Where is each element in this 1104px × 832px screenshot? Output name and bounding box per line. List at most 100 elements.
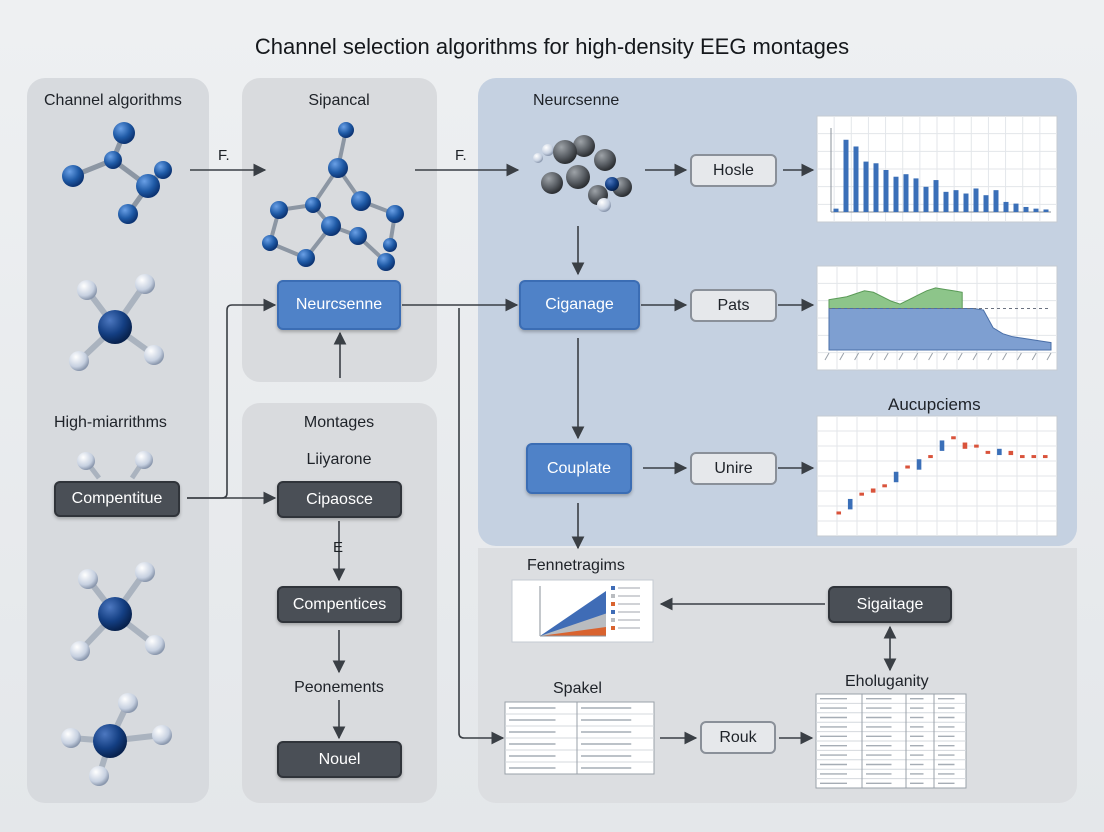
node-neurcsenne[interactable]: Neurcsenne	[277, 280, 401, 330]
bar	[963, 193, 969, 212]
bar-chart	[816, 115, 1058, 223]
data-table-icon	[815, 693, 967, 789]
bar	[833, 208, 839, 212]
edge-label-f: F.	[218, 147, 230, 164]
candle	[1042, 455, 1048, 459]
bar	[1003, 201, 1009, 212]
bar	[1033, 208, 1039, 212]
bar	[923, 186, 929, 212]
panel-label-liiyarone: Liiyarone	[306, 451, 372, 468]
bar	[1023, 206, 1029, 212]
tick-label	[868, 352, 874, 361]
tick-label	[1046, 352, 1052, 361]
legend-swatch	[611, 618, 615, 622]
tick-label	[1016, 352, 1022, 361]
candle	[928, 455, 933, 459]
ring-molecule-icon	[268, 129, 397, 264]
panel-channel-algorithms	[27, 78, 209, 803]
candle	[1031, 455, 1037, 459]
node-nouel[interactable]: Nouel	[277, 741, 402, 778]
area-series	[828, 287, 963, 310]
bar	[933, 180, 939, 212]
bar	[913, 178, 919, 212]
chart-label-eholuganity: Eholuganity	[845, 673, 929, 690]
bar	[883, 170, 889, 212]
tetrahedral-molecule-icon	[69, 274, 164, 371]
chart-label-aucupciems: Aucupciems	[888, 395, 981, 414]
tick-label	[928, 352, 934, 361]
connectors	[187, 163, 897, 745]
node-unire[interactable]: Unire	[690, 452, 777, 485]
bar	[863, 161, 869, 212]
legend-swatch	[611, 586, 615, 590]
bar	[903, 174, 909, 212]
candle	[951, 436, 956, 440]
molecule-atoms-icon	[62, 122, 172, 224]
legend-swatch	[611, 602, 615, 606]
area-series	[540, 627, 606, 636]
bar	[1013, 203, 1019, 212]
bar	[983, 195, 989, 212]
candle	[905, 465, 910, 469]
node-couplate[interactable]: Couplate	[526, 443, 632, 494]
page-title: Channel selection algorithms for high-de…	[254, 34, 850, 59]
panel-label-high-miarrithms: High-miarrithms	[54, 414, 167, 431]
node-cipaosce[interactable]: Cipaosce	[277, 481, 402, 518]
node-sigaitage[interactable]: Sigaitage	[828, 586, 952, 623]
edge-label-f: F.	[455, 147, 467, 164]
legend-swatch	[611, 610, 615, 614]
chart-label-spakel: Spakel	[553, 680, 602, 697]
panel-label-neurcsenne: Neurcsenne	[533, 92, 620, 109]
bar	[843, 139, 849, 212]
tick-label	[898, 352, 904, 361]
candle	[962, 442, 968, 449]
node-hosle[interactable]: Hosle	[690, 154, 777, 187]
molecule-icon	[72, 132, 165, 216]
panel-label-sipancal: Sipancal	[308, 92, 370, 109]
candle	[1008, 450, 1014, 456]
ring-molecule-atoms-icon	[262, 122, 404, 271]
tick-label	[1002, 352, 1008, 361]
panel-label-channel-algorithms: Channel algorithms	[44, 92, 182, 109]
bar	[943, 191, 949, 212]
legend-swatch	[611, 626, 615, 630]
candle	[836, 511, 842, 515]
tick-label	[972, 352, 978, 361]
candle	[859, 492, 864, 496]
candle	[916, 459, 922, 470]
tick-label	[839, 352, 845, 361]
candle	[1020, 455, 1025, 459]
tick-label	[854, 352, 860, 361]
node-ciganage[interactable]: Ciganage	[519, 280, 640, 330]
tetrahedral-molecule-icon	[70, 562, 165, 661]
data-table-icon	[504, 701, 655, 775]
node-compentices[interactable]: Compentices	[277, 586, 402, 623]
node-compentitue[interactable]: Compentitue	[54, 481, 180, 517]
legend-swatch	[611, 594, 615, 598]
node-peonements: Peonements	[294, 679, 384, 696]
bar	[953, 190, 959, 212]
tetrahedral-molecule-icon	[61, 693, 172, 786]
panel-label-montages: Montages	[303, 414, 375, 431]
node-rouk[interactable]: Rouk	[700, 721, 776, 754]
edge-label-e: E	[333, 539, 344, 556]
bar	[993, 190, 999, 212]
grey-molecule-icon	[533, 135, 632, 212]
tick-label	[883, 352, 889, 361]
candlestick-chart	[816, 415, 1058, 537]
tick-label	[1031, 352, 1037, 361]
candle	[985, 450, 991, 454]
candle	[997, 448, 1002, 456]
node-pats[interactable]: Pats	[690, 289, 777, 322]
stacked-area-chart	[511, 579, 654, 643]
tick-label	[987, 352, 993, 361]
candle	[939, 440, 945, 451]
bar	[873, 163, 879, 212]
chart-label-fennetragims: Fennetragims	[527, 557, 625, 574]
bar	[893, 176, 899, 212]
tick-label	[913, 352, 919, 361]
bar	[853, 146, 859, 212]
candle	[847, 498, 853, 510]
